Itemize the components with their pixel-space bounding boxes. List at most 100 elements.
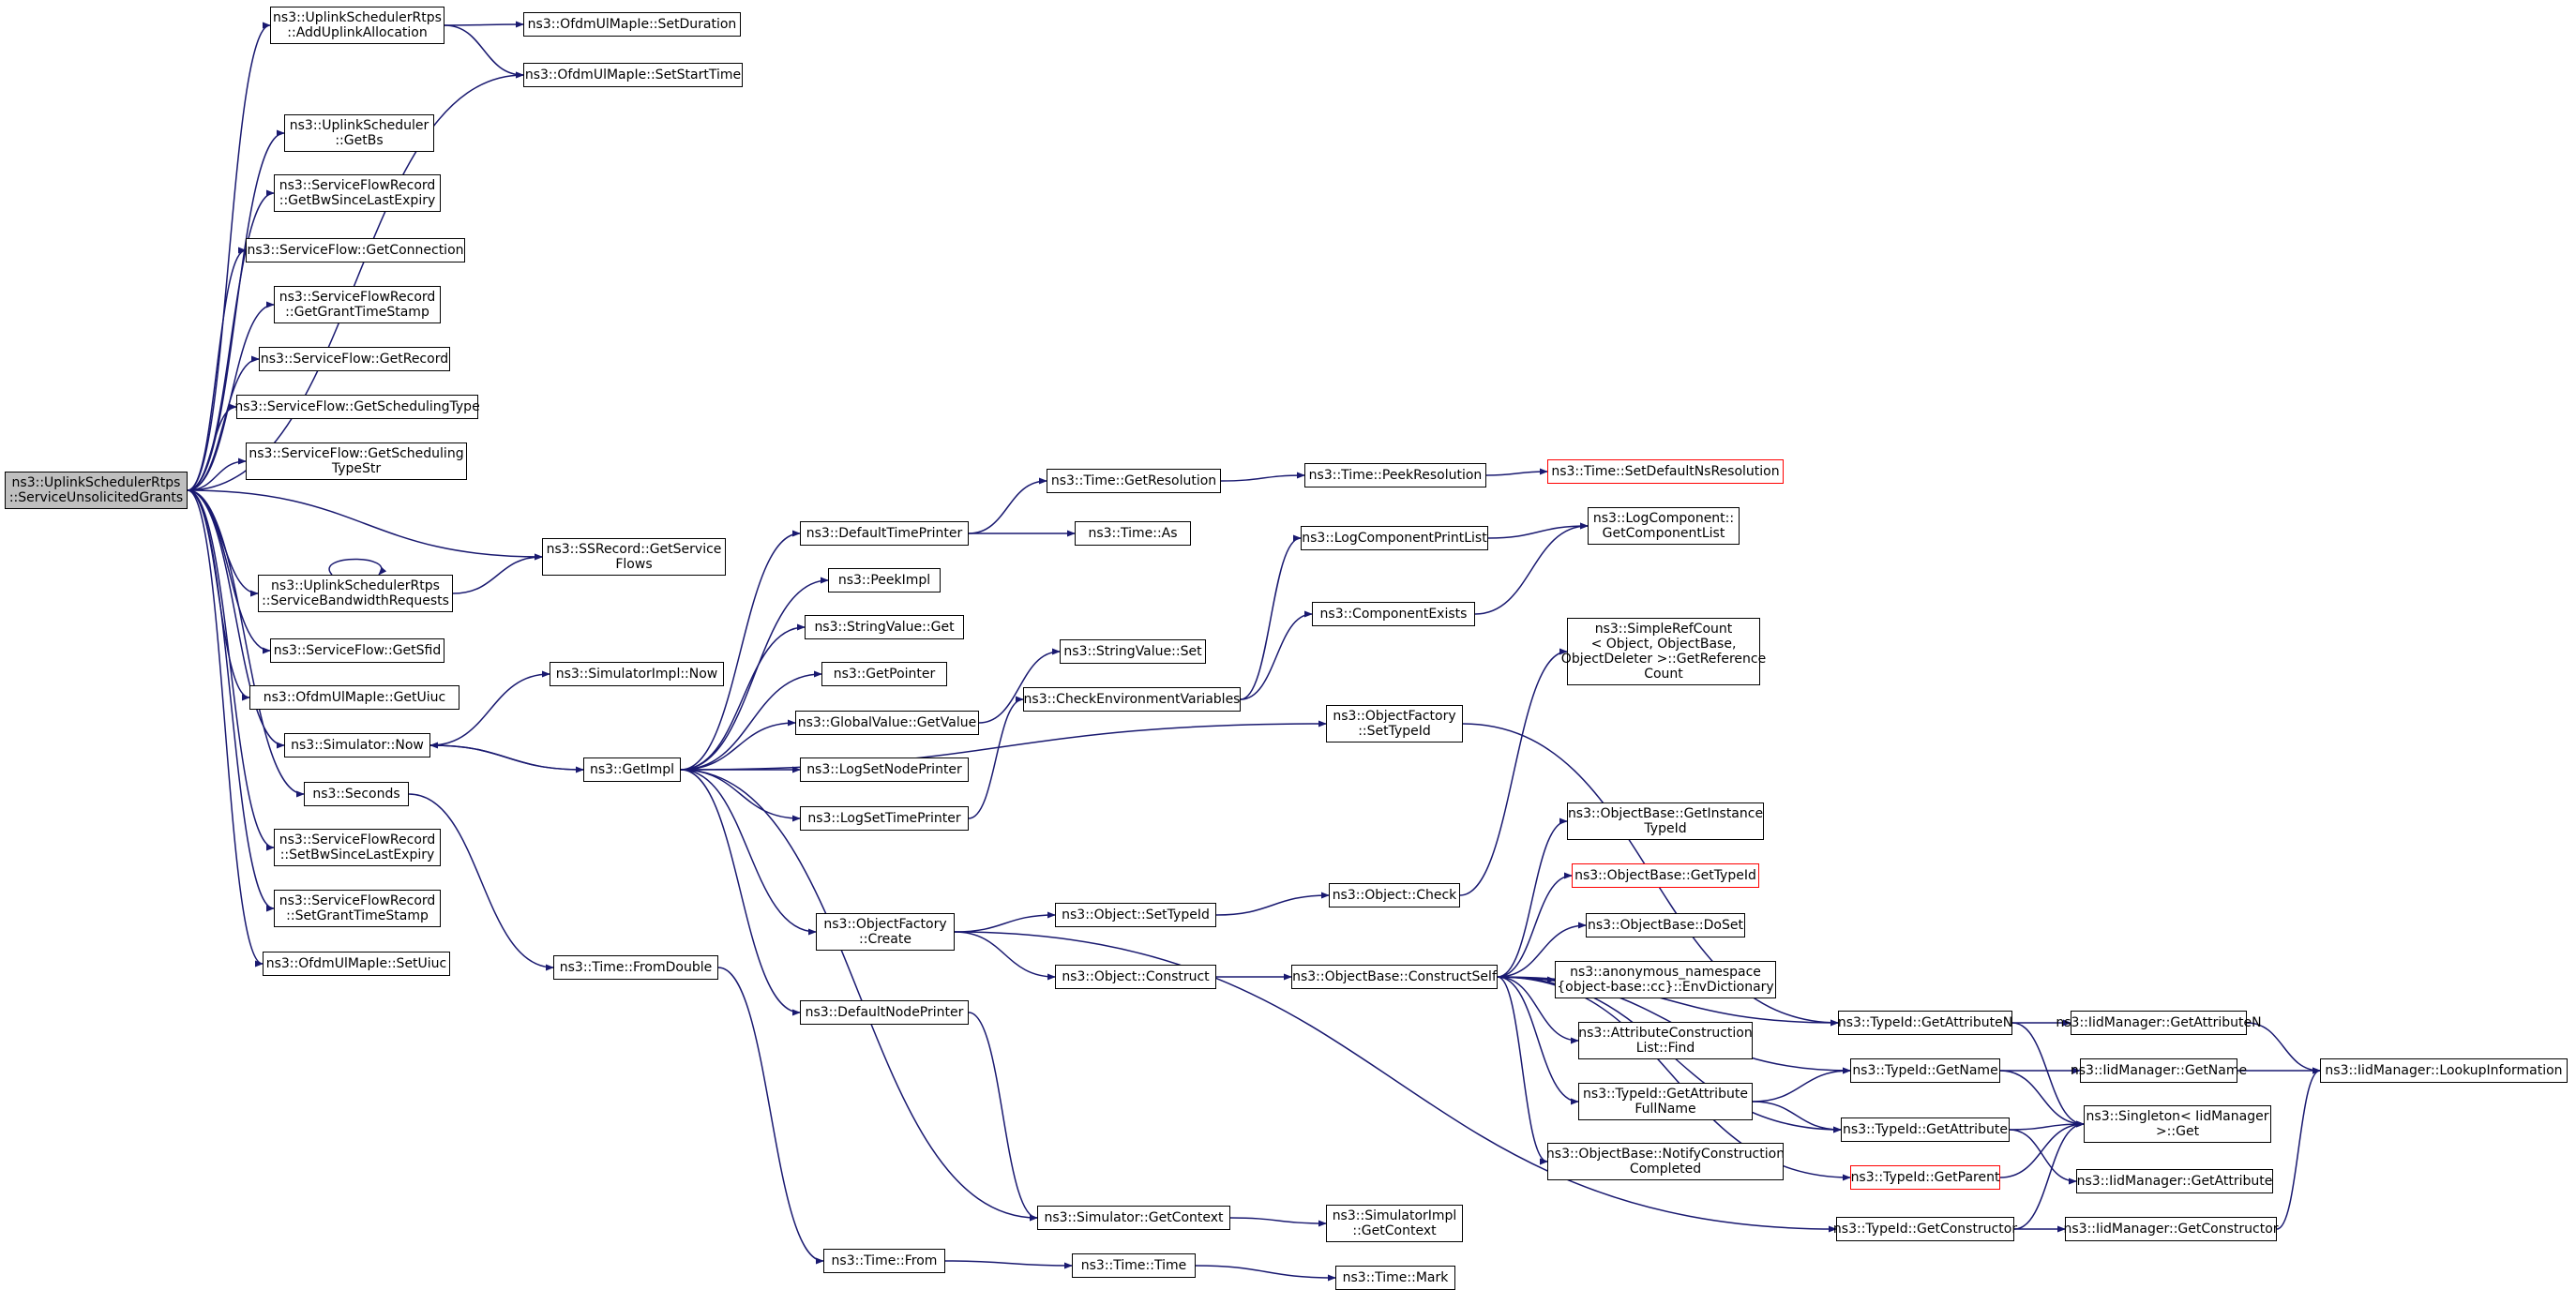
node-n37[interactable]: ns3::Object::SetTypeId: [1055, 903, 1216, 927]
node-label-line: ns3::GetImpl: [589, 762, 674, 777]
node-label-line: ns3::ServiceFlow::GetScheduling: [249, 446, 464, 461]
node-n1[interactable]: ns3::UplinkSchedulerRtps::AddUplinkAlloc…: [270, 7, 444, 44]
node-n38[interactable]: ns3::Object::Construct: [1055, 965, 1216, 989]
edge-n21-to-n29: [680, 769, 801, 822]
edge-n46-to-n57: [1497, 976, 1579, 1105]
node-n67[interactable]: ns3::IidManager::GetAttribute: [2076, 1169, 2273, 1193]
node-n20[interactable]: ns3::SimulatorImpl::Now: [550, 662, 724, 686]
node-label-line: ns3::GetPointer: [833, 667, 936, 682]
node-n63[interactable]: ns3::TypeId::GetConstructor: [1832, 1217, 2018, 1241]
node-label-line: ns3::ComponentExists: [1319, 607, 1468, 622]
node-n43[interactable]: ns3::ComponentExists: [1312, 602, 1475, 626]
edge-n1-to-n2: [444, 21, 524, 28]
node-label-line: TypeId: [1644, 821, 1687, 836]
node-label-line: ns3::ObjectBase::DoSet: [1588, 918, 1743, 933]
node-label-line: ns3::ServiceFlow::GetRecord: [260, 352, 449, 367]
node-n21[interactable]: ns3::GetImpl: [583, 758, 681, 782]
node-n42[interactable]: ns3::LogComponentPrintList: [1301, 526, 1488, 550]
node-n48[interactable]: ns3::Time::Mark: [1335, 1266, 1455, 1290]
node-label-line: ::ServiceBandwidthRequests: [262, 593, 449, 608]
node-label-line: ::GetContext: [1352, 1223, 1437, 1238]
node-n32[interactable]: ns3::Time::From: [823, 1249, 945, 1273]
node-n69[interactable]: ns3::IidManager::LookupInformation: [2320, 1058, 2568, 1083]
node-label-line: ::SetGrantTimeStamp: [286, 908, 429, 923]
node-n9[interactable]: ns3::ServiceFlow::GetSchedulingType: [234, 395, 480, 419]
node-label-line: ns3::ObjectBase::GetTypeId: [1574, 868, 1756, 883]
node-label-line: ns3::SSRecord::GetService: [546, 542, 722, 557]
node-n33[interactable]: ns3::Time::GetResolution: [1047, 469, 1221, 493]
node-n65[interactable]: ns3::IidManager::GetName: [2071, 1058, 2247, 1083]
node-n29[interactable]: ns3::LogSetTimePrinter: [800, 806, 969, 831]
node-n15[interactable]: ns3::Simulator::Now: [284, 733, 430, 758]
edge-n45-to-n51: [1459, 648, 1568, 896]
edge-n57-to-n60: [1752, 1067, 1851, 1102]
node-n8[interactable]: ns3::ServiceFlow::GetRecord: [259, 347, 450, 371]
edge-n12-to-n11: [452, 553, 543, 594]
edge-n59-to-n66: [2011, 1022, 2085, 1128]
node-label-line: ns3::ObjectFactory: [1333, 709, 1456, 724]
node-n28[interactable]: ns3::LogSetNodePrinter: [800, 758, 969, 782]
node-n61[interactable]: ns3::TypeId::GetAttribute: [1841, 1118, 2010, 1142]
node-n53[interactable]: ns3::ObjectBase::GetTypeId: [1572, 863, 1759, 888]
node-label-line: ns3::Seconds: [312, 787, 400, 802]
node-n7[interactable]: ns3::ServiceFlowRecord::GetGrantTimeStam…: [274, 286, 441, 323]
node-n17[interactable]: ns3::ServiceFlowRecord::SetBwSinceLastEx…: [274, 829, 441, 866]
node-n51[interactable]: ns3::SimpleRefCount< Object, ObjectBase,…: [1561, 618, 1766, 685]
node-n16[interactable]: ns3::Seconds: [304, 782, 409, 806]
node-label-line: ns3::UplinkSchedulerRtps: [273, 10, 442, 25]
node-n19[interactable]: ns3::OfdmUlMapIe::SetUiuc: [263, 952, 450, 976]
node-n5[interactable]: ns3::ServiceFlowRecord::GetBwSinceLastEx…: [274, 174, 441, 212]
node-n22[interactable]: ns3::Time::FromDouble: [553, 955, 718, 980]
edge-n43-to-n50: [1474, 522, 1589, 615]
node-n59[interactable]: ns3::TypeId::GetAttributeN: [1838, 1011, 2012, 1035]
node-n54[interactable]: ns3::ObjectBase::DoSet: [1586, 913, 1745, 938]
node-n6[interactable]: ns3::ServiceFlow::GetConnection: [246, 238, 465, 262]
node-n24[interactable]: ns3::PeekImpl: [828, 568, 941, 592]
node-label-line: ns3::TypeId::GetConstructor: [1832, 1222, 2018, 1237]
node-n34[interactable]: ns3::Time::As: [1075, 521, 1191, 546]
node-n47[interactable]: ns3::SimulatorImpl::GetContext: [1326, 1205, 1463, 1242]
node-label-line: ns3::anonymous_namespace: [1570, 965, 1761, 980]
node-n36[interactable]: ns3::CheckEnvironmentVariables: [1023, 687, 1241, 712]
node-label-line: ns3::Simulator::Now: [291, 738, 424, 753]
node-n27[interactable]: ns3::GlobalValue::GetValue: [795, 711, 979, 735]
node-label-line: ns3::ObjectBase::GetInstance: [1567, 806, 1764, 821]
node-n60[interactable]: ns3::TypeId::GetName: [1850, 1058, 2000, 1083]
node-label-line: ns3::ServiceFlowRecord: [279, 178, 436, 193]
node-n25[interactable]: ns3::StringValue::Get: [805, 615, 964, 639]
node-label-line: ns3::IidManager::GetAttribute: [2076, 1174, 2273, 1189]
node-n50[interactable]: ns3::LogComponent::GetComponentList: [1588, 507, 1740, 545]
node-n18[interactable]: ns3::ServiceFlowRecord::SetGrantTimeStam…: [274, 890, 441, 927]
node-n46[interactable]: ns3::ObjectBase::ConstructSelf: [1291, 965, 1498, 989]
node-n23[interactable]: ns3::DefaultTimePrinter: [800, 521, 969, 546]
node-n4[interactable]: ns3::UplinkScheduler::GetBs: [284, 114, 434, 152]
node-n2[interactable]: ns3::OfdmUlMapIe::SetDuration: [523, 12, 741, 37]
node-label-line: ns3::Time::Time: [1080, 1258, 1187, 1273]
node-n30[interactable]: ns3::ObjectFactory::Create: [816, 913, 955, 951]
node-n68[interactable]: ns3::IidManager::GetConstructor: [2063, 1217, 2279, 1241]
node-n35[interactable]: ns3::StringValue::Set: [1060, 639, 1206, 664]
node-n39[interactable]: ns3::Simulator::GetContext: [1037, 1206, 1230, 1230]
node-n26[interactable]: ns3::GetPointer: [821, 662, 947, 686]
node-n64[interactable]: ns3::IidManager::GetAttributeN: [2056, 1011, 2262, 1035]
node-label-line: ::AddUplinkAllocation: [287, 25, 428, 40]
node-n62[interactable]: ns3::TypeId::GetParent: [1850, 1165, 2000, 1190]
node-n31[interactable]: ns3::DefaultNodePrinter: [800, 1000, 969, 1025]
node-n55[interactable]: ns3::anonymous_namespace{object-base::cc…: [1555, 961, 1776, 998]
node-n13[interactable]: ns3::ServiceFlow::GetSfid: [270, 638, 444, 663]
node-n41[interactable]: ns3::Time::PeekResolution: [1304, 463, 1486, 488]
node-n45[interactable]: ns3::Object::Check: [1329, 883, 1460, 908]
node-n3[interactable]: ns3::OfdmUlMapIe::SetStartTime: [523, 63, 743, 87]
node-n14[interactable]: ns3::OfdmUlMapIe::GetUiuc: [249, 685, 459, 710]
node-n40[interactable]: ns3::Time::Time: [1072, 1253, 1196, 1278]
node-n12[interactable]: ns3::UplinkSchedulerRtps::ServiceBandwid…: [258, 575, 453, 612]
node-n44[interactable]: ns3::ObjectFactory::SetTypeId: [1326, 705, 1463, 742]
node-n49[interactable]: ns3::Time::SetDefaultNsResolution: [1547, 459, 1784, 484]
node-n66[interactable]: ns3::Singleton< IidManager>::Get: [2084, 1105, 2271, 1143]
